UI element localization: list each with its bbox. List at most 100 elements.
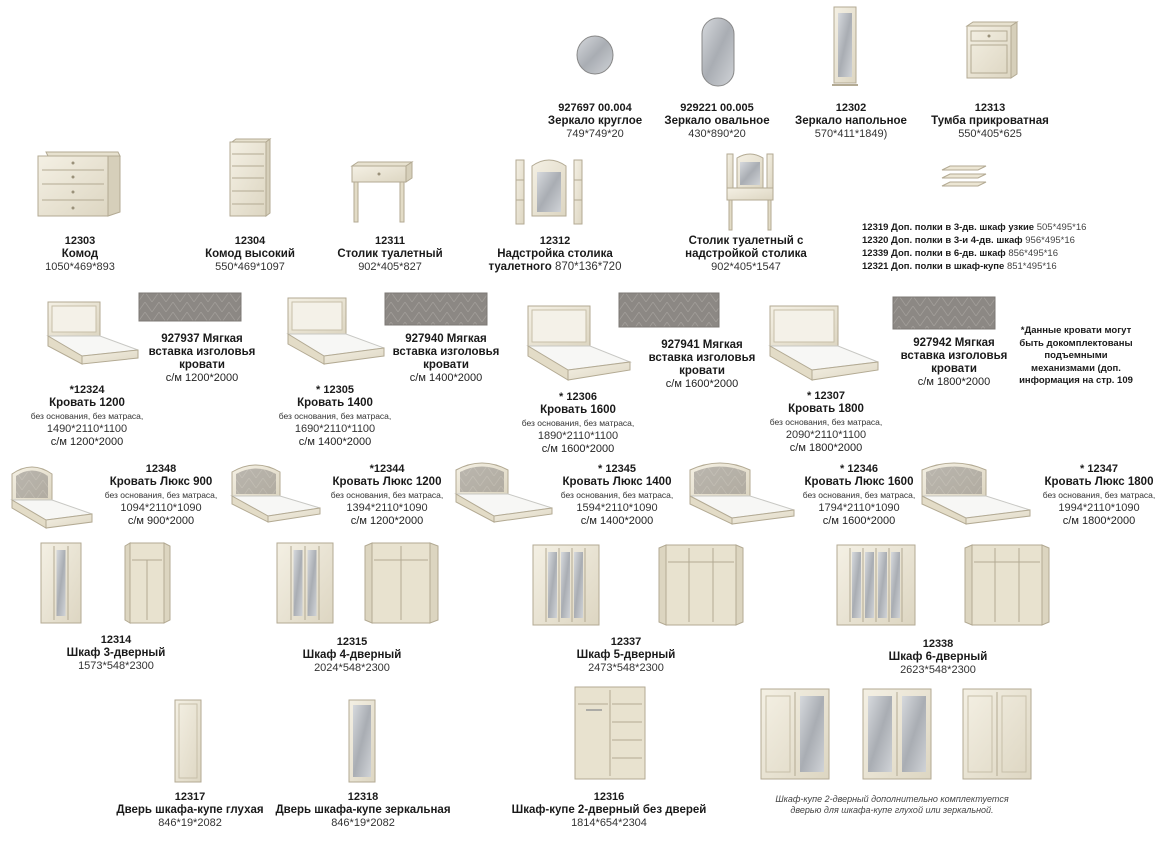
insert-1200-size: с/м 1200*2000: [165, 372, 239, 384]
bed-1200-code: *12324: [69, 384, 105, 396]
dressing-table-label: 12311 Столик туалетный 902*405*827: [330, 235, 450, 274]
lux-bed-900-code: 12348: [145, 463, 177, 475]
bed-1400-code: * 12305: [316, 384, 354, 396]
nightstand-label: 12313 Тумба прикроватная 550*405*625: [920, 102, 1060, 141]
wardrobe-4-door-open-image: [364, 542, 439, 624]
bed-1800-note: без основания, без матраса,: [769, 417, 883, 427]
table-superstructure-image: [515, 159, 583, 225]
sliding-wardrobe-set-3-image: [962, 688, 1032, 780]
wardrobe-5-label: 12337 Шкаф 5-дверный 2473*548*2300: [566, 636, 686, 675]
wardrobe-3-code: 12314: [100, 634, 132, 646]
dressing-set-dims: 902*405*1547: [711, 261, 781, 273]
lux-bed-1400-image: [454, 462, 553, 523]
insert-1600-label: 927941 Мягкая вставка изголовья кровати …: [640, 339, 764, 391]
sliding-door-blind-image: [174, 699, 202, 783]
bed-1400-size: с/м 1400*2000: [298, 436, 372, 448]
bed-1200-label: *12324 Кровать 1200 без основания, без м…: [22, 384, 152, 449]
lux-bed-1600-image: [689, 462, 795, 525]
round-mirror-name: Зеркало круглое: [547, 115, 643, 127]
wardrobe-5-door-open-image: [658, 544, 744, 626]
wardrobe-6-code: 12338: [922, 638, 954, 650]
list-item: 12319 Доп. полки в 3-дв. шкаф узкие 505*…: [862, 222, 1087, 233]
wardrobe-6-door-image: [836, 544, 916, 626]
wardrobe-5-door-image: [532, 544, 600, 626]
superstructure-code: 12312: [539, 235, 571, 247]
chest-dims: 1050*469*893: [45, 261, 115, 273]
wardrobe-3-dims: 1573*548*2300: [78, 660, 154, 672]
list-item: 12321 Доп. полки в шкаф-купе 851*495*16: [862, 261, 1057, 272]
wardrobe-4-label: 12315 Шкаф 4-дверный 2024*548*2300: [292, 636, 412, 675]
bed-1200-dims: 1490*2110*1100: [46, 423, 128, 435]
lux-bed-1600-note: без основания, без матраса,: [802, 490, 916, 500]
bed-1800-code: * 12307: [807, 390, 845, 402]
superstructure-name: Надстройка столика: [497, 248, 613, 260]
wardrobe-4-name: Шкаф 4-дверный: [302, 649, 402, 661]
wardrobe-6-label: 12338 Шкаф 6-дверный 2623*548*2300: [878, 638, 998, 677]
dressing-set-name-2: надстройкой столика: [685, 248, 807, 260]
tall-chest-label: 12304 Комод высокий 550*469*1097: [190, 235, 310, 274]
lux-bed-1400-label: * 12345 Кровать Люкс 1400 без основания,…: [552, 463, 682, 528]
wardrobe-5-code: 12337: [610, 636, 642, 648]
sliding-door-mirror-name: Дверь шкафа-купе зеркальная: [275, 804, 451, 816]
insert-1200-name: 927937 Мягкая: [161, 333, 243, 345]
sliding-wardrobe-set-1-image: [760, 688, 830, 780]
lux-bed-1200-code: *12344: [369, 463, 405, 475]
sliding-door-blind-name: Дверь шкафа-купе глухая: [116, 804, 264, 816]
insert-1200-label: 927937 Мягкая вставка изголовья кровати …: [140, 333, 264, 385]
sliding-door-mirror-dims: 846*19*2082: [331, 817, 395, 829]
superstructure-label: 12312 Надстройка столика туалетного 870*…: [480, 235, 630, 274]
wardrobe-4-dims: 2024*548*2300: [314, 662, 390, 674]
bed-1400-note: без основания, без матраса,: [278, 411, 392, 421]
bed-1400-dims: 1690*2110*1100: [294, 423, 376, 435]
tall-chest-image: [229, 138, 272, 217]
bed-1600-dims: 1890*2110*1100: [537, 430, 619, 442]
bed-1800-size: с/м 1800*2000: [789, 442, 863, 454]
wardrobe-3-name: Шкаф 3-дверный: [66, 647, 166, 659]
bed-1600-image: [526, 305, 632, 381]
dressing-set-label: Столик туалетный с надстройкой столика 9…: [676, 235, 816, 274]
sliding-door-mirror-code: 12318: [347, 791, 379, 803]
lux-bed-1800-name: Кровать Люкс 1800: [1044, 476, 1154, 488]
wardrobe-6-door-open-image: [964, 544, 1050, 626]
lux-bed-1400-size: с/м 1400*2000: [580, 515, 654, 527]
dressing-table-dims: 902*405*827: [358, 261, 422, 273]
lux-bed-1600-code: * 12346: [840, 463, 878, 475]
extra-shelves-list: 12319 Доп. полки в 3-дв. шкаф узкие 505*…: [862, 221, 1086, 273]
bed-1600-label: * 12306 Кровать 1600 без основания, без …: [510, 391, 646, 456]
chest-name: Комод: [61, 248, 99, 260]
lux-bed-1600-name: Кровать Люкс 1600: [804, 476, 914, 488]
lux-bed-1800-image: [921, 462, 1031, 525]
superstructure-dims: 870*136*720: [554, 261, 622, 273]
lift-mechanism-footnote: *Данные кровати могут быть докомплектова…: [1019, 325, 1133, 386]
floor-mirror-name: Зеркало напольное: [795, 115, 907, 127]
sliding-wardrobe-label: 12316 Шкаф-купе 2-дверный без дверей 181…: [504, 791, 714, 830]
sliding-wardrobe-note: Шкаф-купе 2-дверный дополнительно компле…: [775, 794, 1009, 815]
headboard-insert-1400-image: [384, 292, 488, 326]
bed-1200-image: [46, 301, 139, 365]
wardrobe-5-dims: 2473*548*2300: [588, 662, 664, 674]
sliding-door-blind-dims: 846*19*2082: [158, 817, 222, 829]
insert-1800-name: 927942 Мягкая: [913, 337, 995, 349]
bed-1200-size: с/м 1200*2000: [50, 436, 124, 448]
sliding-wardrobe-code: 12316: [593, 791, 625, 803]
wardrobe-3-door-image: [40, 542, 82, 624]
dressing-table-with-superstructure-image: [726, 153, 774, 231]
wardrobe-5-name: Шкаф 5-дверный: [576, 649, 676, 661]
insert-1800-label: 927942 Мягкая вставка изголовья кровати …: [892, 337, 1016, 389]
floor-mirror-image: [832, 6, 858, 86]
sliding-door-mirror-label: 12318 Дверь шкафа-купе зеркальная 846*19…: [268, 791, 458, 830]
insert-1800-size: с/м 1800*2000: [917, 376, 991, 388]
chest-label: 12303 Комод 1050*469*893: [20, 235, 140, 274]
lux-bed-1200-dims: 1394*2110*1090: [346, 502, 428, 514]
lux-bed-900-size: с/м 900*2000: [127, 515, 195, 527]
lux-bed-1400-dims: 1594*2110*1090: [576, 502, 658, 514]
wardrobe-6-dims: 2623*548*2300: [900, 664, 976, 676]
oval-mirror-image: [701, 17, 735, 87]
bed-1200-name: Кровать 1200: [49, 397, 125, 409]
sliding-door-mirror-image: [348, 699, 376, 783]
insert-1600-size: с/м 1600*2000: [665, 378, 739, 390]
lux-bed-1800-label: * 12347 Кровать Люкс 1800 без основания,…: [1034, 463, 1164, 528]
headboard-insert-1200-image: [138, 292, 242, 322]
chest-image: [37, 151, 121, 217]
bed-1400-name: Кровать 1400: [297, 397, 373, 409]
